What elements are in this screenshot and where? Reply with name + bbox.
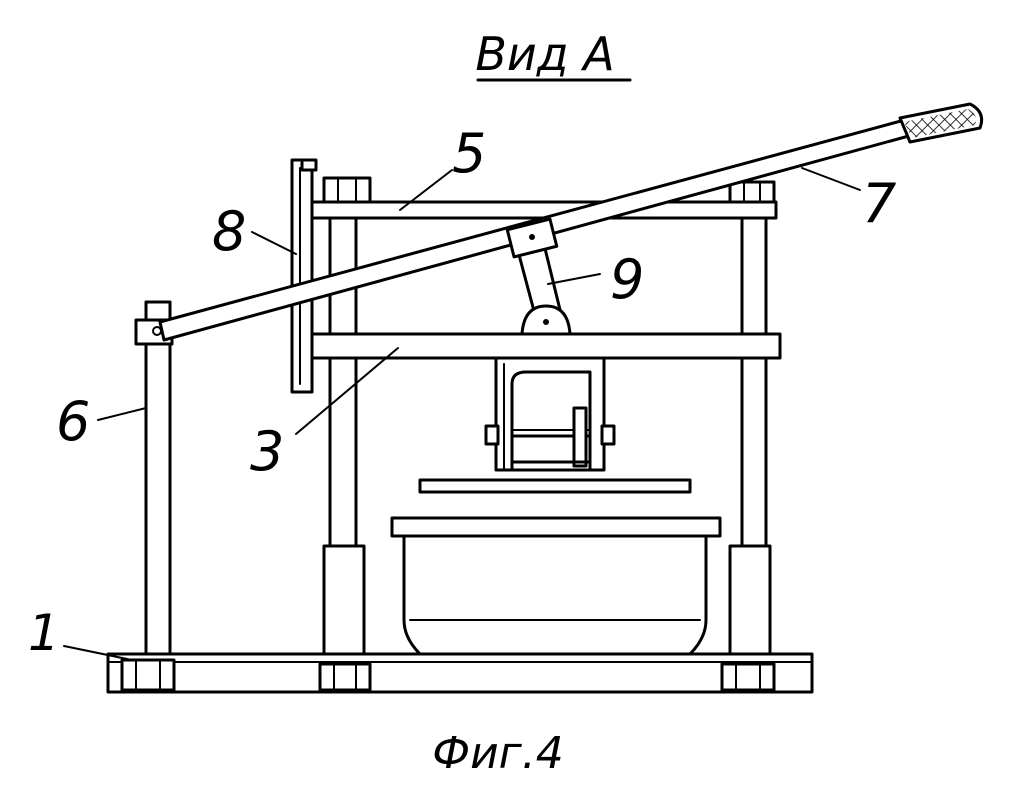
callout-8: 8 xyxy=(212,200,246,263)
figure-caption: Фиг.4 xyxy=(432,728,564,779)
callout-9: 9 xyxy=(610,248,644,311)
right-column xyxy=(728,180,776,656)
callout-1: 1 xyxy=(28,604,60,662)
left-column xyxy=(322,176,372,656)
lever-7 xyxy=(158,102,984,342)
pressing-plate xyxy=(418,478,692,494)
base-plate xyxy=(106,652,814,694)
leader-lines xyxy=(63,167,861,661)
post-6 xyxy=(134,300,174,656)
guide-plate-8 xyxy=(290,158,318,394)
lower-crossbar xyxy=(308,332,782,360)
callout-5: 5 xyxy=(452,122,486,185)
callout-3: 3 xyxy=(250,420,284,483)
view-title: Вид А xyxy=(475,27,614,81)
press-head xyxy=(484,356,616,472)
upper-crossbar xyxy=(302,200,778,220)
link-9 xyxy=(505,217,572,336)
callout-6: 6 xyxy=(56,390,90,453)
callout-7: 7 xyxy=(862,172,896,235)
container xyxy=(390,516,722,656)
